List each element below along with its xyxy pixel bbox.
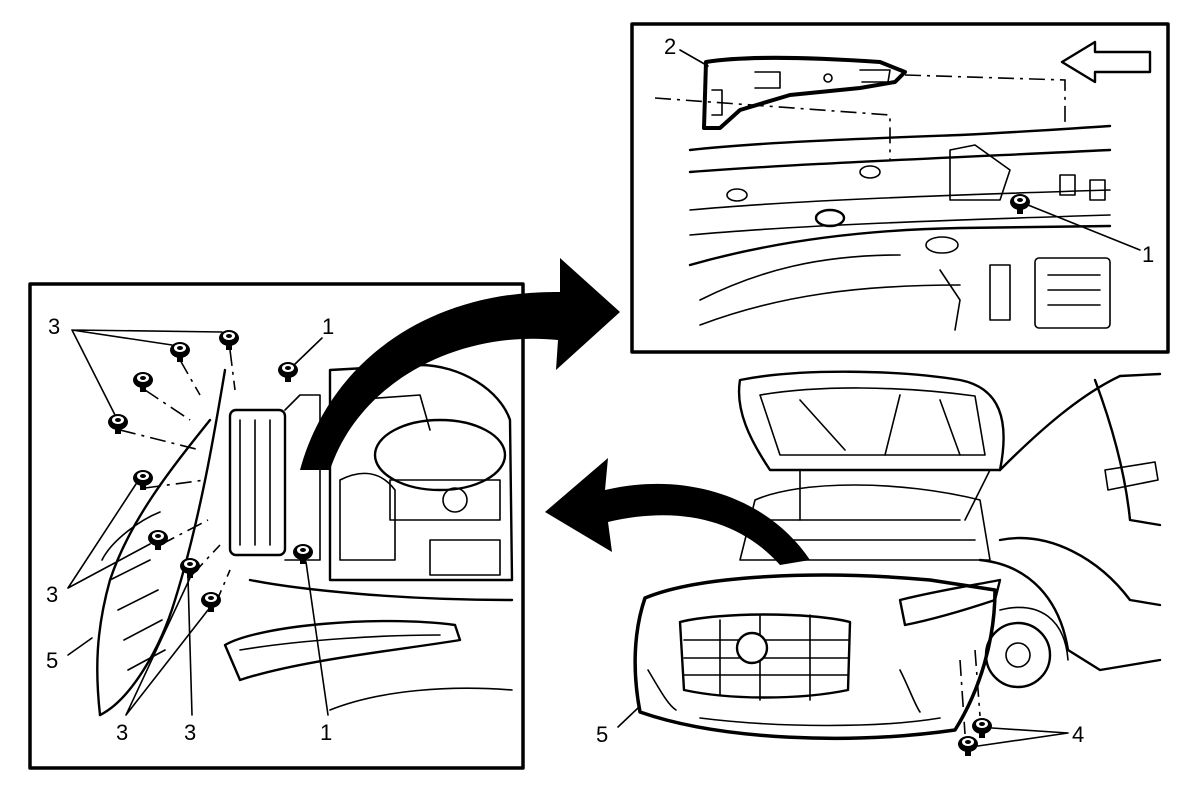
fastener-alignment-lines [119,349,236,606]
vehicle-grille [678,613,852,699]
push-pin-fastener [219,330,239,350]
inset-bolt-fastener [1010,194,1030,214]
fender-edge [98,368,227,717]
leader-1-top [293,337,323,366]
leader-3-bottom-left [125,577,209,716]
leader-3-bottom-right [187,577,193,716]
front-wheel-hub [984,621,1052,689]
hood-struts [799,469,991,521]
callout-4: 4 [1072,722,1084,747]
hood-leading-edge [248,578,514,602]
push-pin-fastener [133,372,153,392]
forward-direction-arrow-icon [1060,40,1152,84]
push-pin-fastener [170,342,190,362]
leader-2 [679,49,709,67]
push-pin-fastener [201,592,221,612]
callout-5-vehicle: 5 [596,722,608,747]
grille-bars [109,559,166,671]
front-bumper-fascia [633,573,997,740]
leader-3-top [71,329,223,416]
engine-cover [373,418,507,492]
vehicle-engine-bay [739,484,991,561]
radiator-core-support [228,408,287,557]
headlamp [223,619,462,682]
callout-3-top: 3 [48,314,60,339]
raised-hood [737,370,1005,472]
curved-arrow-to-left-panel-icon [545,458,810,565]
callout-1-bottom: 1 [320,720,332,745]
leader-3-mid [67,483,151,589]
air-deflector-bracket [702,55,907,130]
leader-5-left [67,637,93,656]
engine-bay [328,363,514,582]
lower-bolt-fastener [958,736,978,756]
side-mirror [1104,461,1159,491]
leader-1-inset [1027,204,1141,251]
callout-3-mid: 3 [46,582,58,607]
curved-arrow-to-inset-icon [300,258,620,470]
inset-panel-frame [630,22,1170,354]
grille-top [101,511,161,561]
callout-3-bottom-right: 3 [184,720,196,745]
left-panel-frame [28,282,525,770]
leader-4 [977,727,1069,747]
push-pin-fastener [148,530,168,550]
callout-1-inset: 1 [1142,242,1154,267]
inset-alignment-lines [654,74,1066,160]
vehicle-headlamp [898,578,1002,627]
emblem [735,631,769,665]
callout-1-top: 1 [322,314,334,339]
left-detail-panel: 3 1 3 5 3 3 1 [28,282,525,770]
lower-bolt-fastener [972,718,992,738]
leader-1-bottom [305,561,329,716]
callout-3-bottom-left: 3 [116,720,128,745]
callout-5-left: 5 [46,648,58,673]
inset-detail-panel: 2 1 [630,22,1170,354]
leader-5-vehicle [617,707,639,728]
callout-2: 2 [664,34,676,59]
bolt-fastener [293,544,313,564]
vehicle-front-view: 5 4 [596,370,1162,756]
